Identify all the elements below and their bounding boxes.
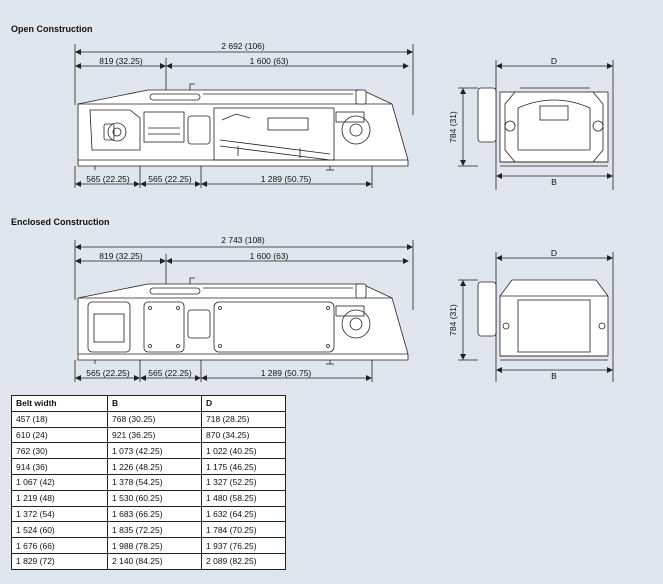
open-end-view bbox=[458, 60, 614, 190]
enclosed-end-view bbox=[458, 252, 614, 382]
enclosed-bottom-a-dim: 565 (22.25) bbox=[86, 368, 130, 378]
enclosed-overall-dim: 2 743 (108) bbox=[221, 235, 265, 245]
cell-belt-width: 457 (18) bbox=[11, 410, 108, 428]
cell-d: 718 (28.25) bbox=[201, 410, 286, 428]
header-b: B bbox=[107, 395, 202, 412]
table-row: 457 (18)768 (30.25)718 (28.25) bbox=[11, 410, 286, 428]
cell-b: 1 835 (72.25) bbox=[107, 521, 202, 539]
open-end-d-label: D bbox=[551, 56, 557, 66]
cell-b: 2 140 (84.25) bbox=[107, 552, 202, 570]
enclosed-bottom-b-dim: 565 (22.25) bbox=[148, 368, 192, 378]
open-bottom-c-dim: 1 289 (50.75) bbox=[261, 174, 312, 184]
cell-b: 1 683 (66.25) bbox=[107, 505, 202, 523]
cell-d: 1 784 (70.25) bbox=[201, 521, 286, 539]
cell-d: 1 632 (64.25) bbox=[201, 505, 286, 523]
enclosed-end-b-label: B bbox=[551, 371, 557, 381]
cell-belt-width: 1 219 (48) bbox=[11, 489, 108, 507]
open-overall-dim: 2 692 (106) bbox=[221, 41, 265, 51]
open-bottom-b-dim: 565 (22.25) bbox=[148, 174, 192, 184]
cell-belt-width: 1 676 (66) bbox=[11, 537, 108, 554]
enclosed-bottom-c-dim: 1 289 (50.75) bbox=[261, 368, 312, 378]
cell-d: 870 (34.25) bbox=[201, 426, 286, 444]
open-right-span-dim: 1 600 (63) bbox=[250, 56, 289, 66]
table-row: 1 219 (48)1 530 (60.25)1 480 (58.25) bbox=[11, 489, 286, 507]
enclosed-end-d-label: D bbox=[551, 248, 557, 258]
cell-d: 1 175 (46.25) bbox=[201, 458, 286, 475]
cell-belt-width: 1 372 (54) bbox=[11, 505, 108, 523]
table-row: 1 676 (66)1 988 (78.25)1 937 (76.25) bbox=[11, 537, 286, 554]
enclosed-height-dim: 784 (31) bbox=[448, 304, 458, 336]
cell-b: 1 073 (42.25) bbox=[107, 442, 202, 460]
table-row: 914 (36)1 226 (48.25)1 175 (46.25) bbox=[11, 458, 286, 475]
cell-b: 768 (30.25) bbox=[107, 410, 202, 428]
table-row: 1 829 (72)2 140 (84.25)2 089 (82.25) bbox=[11, 552, 286, 570]
cell-b: 1 378 (54.25) bbox=[107, 473, 202, 491]
enclosed-side-view bbox=[74, 240, 414, 382]
table-row: 1 067 (42)1 378 (54.25)1 327 (52.25) bbox=[11, 473, 286, 491]
cell-belt-width: 610 (24) bbox=[11, 426, 108, 444]
enclosed-left-span-dim: 819 (32.25) bbox=[99, 251, 143, 261]
enclosed-right-span-dim: 1 600 (63) bbox=[250, 251, 289, 261]
table-row: 762 (30)1 073 (42.25)1 022 (40.25) bbox=[11, 442, 286, 460]
open-construction-title: Open Construction bbox=[11, 24, 93, 34]
header-d: D bbox=[201, 395, 286, 412]
table-row: 610 (24)921 (36.25)870 (34.25) bbox=[11, 426, 286, 444]
cell-d: 1 480 (58.25) bbox=[201, 489, 286, 507]
cell-b: 1 226 (48.25) bbox=[107, 458, 202, 475]
table-header-row: Belt width B D bbox=[11, 395, 286, 412]
table-row: 1 524 (60)1 835 (72.25)1 784 (70.25) bbox=[11, 521, 286, 539]
cell-d: 1 022 (40.25) bbox=[201, 442, 286, 460]
cell-d: 1 937 (76.25) bbox=[201, 537, 286, 554]
table-row: 1 372 (54)1 683 (66.25)1 632 (64.25) bbox=[11, 505, 286, 523]
cell-belt-width: 1 829 (72) bbox=[11, 552, 108, 570]
open-left-span-dim: 819 (32.25) bbox=[99, 56, 143, 66]
cell-d: 2 089 (82.25) bbox=[201, 552, 286, 570]
cell-b: 1 530 (60.25) bbox=[107, 489, 202, 507]
open-height-dim: 784 (31) bbox=[448, 111, 458, 143]
cell-b: 1 988 (78.25) bbox=[107, 537, 202, 554]
dimensions-table: Belt width B D 457 (18)768 (30.25)718 (2… bbox=[11, 395, 286, 570]
open-bottom-a-dim: 565 (22.25) bbox=[86, 174, 130, 184]
cell-belt-width: 762 (30) bbox=[11, 442, 108, 460]
cell-b: 921 (36.25) bbox=[107, 426, 202, 444]
cell-belt-width: 1 524 (60) bbox=[11, 521, 108, 539]
enclosed-construction-title: Enclosed Construction bbox=[11, 217, 110, 227]
cell-belt-width: 914 (36) bbox=[11, 458, 108, 475]
open-side-view bbox=[74, 44, 414, 188]
open-end-b-label: B bbox=[551, 177, 557, 187]
cell-belt-width: 1 067 (42) bbox=[11, 473, 108, 491]
cell-d: 1 327 (52.25) bbox=[201, 473, 286, 491]
header-belt-width: Belt width bbox=[11, 395, 108, 412]
